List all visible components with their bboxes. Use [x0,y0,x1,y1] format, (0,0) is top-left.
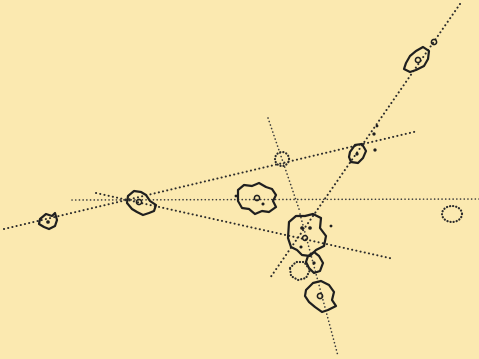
scatter-dot [235,195,238,198]
blob-upper-right-orb [431,39,436,44]
blob-center-speck [262,203,265,206]
blob-bottom [305,281,336,312]
line-center-horizontal [72,199,479,200]
blob-main-dot-3 [303,236,308,241]
blob-center-dot [254,195,259,200]
scatter-dots [235,125,379,228]
blob-upper-right-dot [415,57,420,62]
blob-far-left-dot [46,220,50,224]
blob-main-dot-2 [308,226,312,230]
dotted-circle-center [275,152,289,166]
blob-bottom-dot [317,293,322,298]
scatter-dot [376,125,379,128]
blob-mid-right-dot [355,152,358,155]
blob-main-dot-1 [300,226,304,230]
blobs [39,39,437,312]
scatter-dot [330,225,333,228]
dotted-circle-right [442,206,462,222]
line-long-diagonal [270,4,460,278]
blob-tail-dot [312,261,315,264]
blob-main-dot-4 [300,246,303,249]
blob-main [288,214,326,256]
blob-center [238,183,276,214]
blob-mid-right-speck-2 [372,132,375,135]
guide-lines [4,4,479,356]
blob-mid-right-speck-1 [373,148,376,151]
